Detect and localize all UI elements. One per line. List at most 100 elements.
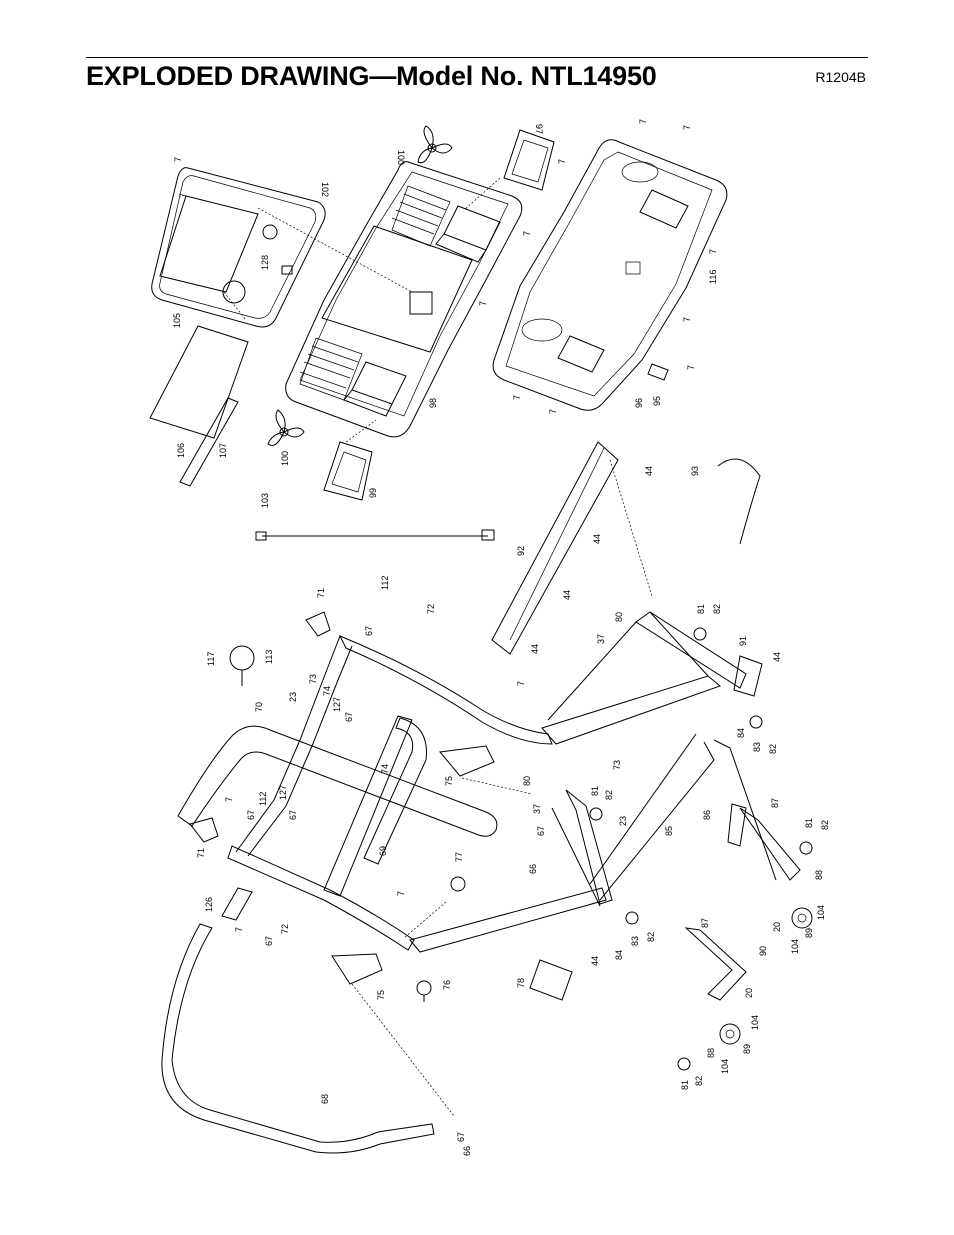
part-label: 7 <box>512 395 522 400</box>
knob-77 <box>450 876 466 892</box>
end-cap-75-lower <box>331 953 383 985</box>
revision-code: R1204B <box>815 69 866 85</box>
part-label: 87 <box>700 918 710 928</box>
roller-89-lower <box>719 1023 741 1045</box>
foot-83 <box>625 715 763 925</box>
part-label: 91 <box>738 636 748 646</box>
wire-103 <box>255 529 495 541</box>
part-label: 127 <box>278 785 288 800</box>
handrail-68 <box>161 923 435 1154</box>
part-label: 75 <box>444 776 454 786</box>
part-label: 67 <box>456 1132 466 1142</box>
console-panel-102 <box>151 167 326 328</box>
part-label: 23 <box>288 692 298 702</box>
part-label: 67 <box>536 826 546 836</box>
part-label: 7 <box>522 231 532 236</box>
part-label: 74 <box>322 686 332 696</box>
upright-92 <box>491 441 619 655</box>
duct-lower <box>343 361 407 417</box>
part-label: 92 <box>516 546 526 556</box>
part-label: 82 <box>694 1076 704 1086</box>
part-label: 81 <box>680 1080 690 1090</box>
part-label: 7 <box>173 157 183 162</box>
fan-100-lower <box>267 409 305 446</box>
part-label: 100 <box>396 150 406 165</box>
part-label: 97 <box>534 124 544 134</box>
part-label: 88 <box>706 1048 716 1058</box>
part-label: 89 <box>742 1044 752 1054</box>
part-label: 88 <box>814 870 824 880</box>
part-label: 95 <box>652 396 662 406</box>
part-label: 90 <box>758 946 768 956</box>
part-label: 113 <box>264 650 274 664</box>
bracket-91 <box>733 655 763 697</box>
part-label: 116 <box>708 270 718 284</box>
part-label: 104 <box>790 939 800 954</box>
part-label: 67 <box>364 626 374 636</box>
part-label: 67 <box>264 936 274 946</box>
part-label: 7 <box>224 797 234 802</box>
part-label: 68 <box>320 1094 330 1104</box>
part-label: 86 <box>702 810 712 820</box>
part-label: 67 <box>288 810 298 820</box>
part-label: 72 <box>426 604 436 614</box>
part-label: 69 <box>378 846 388 856</box>
part-label: 7 <box>682 317 692 322</box>
part-label: 73 <box>308 674 318 684</box>
part-label: 84 <box>614 950 624 960</box>
page-title: EXPLODED DRAWING—Model No. NTL14950 <box>86 61 657 91</box>
part-label: 75 <box>376 990 386 1000</box>
duct-upper <box>435 205 501 263</box>
part-label: 73 <box>612 760 622 770</box>
grip-74 <box>363 717 427 865</box>
part-label: 44 <box>772 652 782 662</box>
part-label: 102 <box>320 182 330 197</box>
part-label: 82 <box>646 932 656 942</box>
part-label: 66 <box>462 1146 472 1156</box>
lens-106-107 <box>149 325 249 487</box>
part-label: 44 <box>644 466 654 476</box>
part-label: 71 <box>196 848 206 858</box>
part-label: 44 <box>590 956 600 966</box>
part-label: 44 <box>592 534 602 544</box>
end-cap-75-upper <box>439 745 495 777</box>
part-label: 80 <box>614 612 624 622</box>
duct-99 <box>323 441 373 501</box>
part-label: 37 <box>532 804 542 814</box>
part-label: 67 <box>246 810 256 820</box>
part-label: 66 <box>528 864 538 874</box>
part-label: 7 <box>516 681 526 686</box>
part-label: 74 <box>380 764 390 774</box>
part-label: 7 <box>708 249 718 254</box>
part-label: 126 <box>204 897 214 912</box>
display-overlay-105 <box>159 195 259 293</box>
bracket-78 <box>529 959 573 1001</box>
part-label: 104 <box>750 1015 760 1030</box>
part-label: 105 <box>172 313 182 328</box>
motor-86 <box>727 803 747 847</box>
part-label: 20 <box>772 922 782 932</box>
knob-76 <box>416 980 432 1002</box>
wire-93 <box>717 458 761 545</box>
part-label: 23 <box>618 816 628 826</box>
end-cap-71 <box>189 611 331 843</box>
part-label: 76 <box>442 980 452 990</box>
part-label: 7 <box>234 927 244 932</box>
console-base-96 <box>492 139 728 411</box>
part-label: 128 <box>260 255 270 270</box>
part-label: 81 <box>804 818 814 828</box>
rail-lower-left <box>409 887 607 953</box>
part-label: 127 <box>332 697 342 712</box>
part-label: 72 <box>280 924 290 934</box>
speaker-grill-upper <box>391 185 451 247</box>
part-label: 85 <box>664 826 674 836</box>
fan-100-upper <box>417 125 453 164</box>
part-labels: 7 7 7 7 7 7 7 7 7 7 7 7 7 7 7 7 100 100 … <box>172 119 830 1156</box>
upper-body-98 <box>285 161 523 438</box>
part-label: 77 <box>454 852 464 862</box>
part-label: 83 <box>630 936 640 946</box>
bracket-95 <box>647 363 669 381</box>
duct-97 <box>503 129 555 191</box>
base-frame <box>541 611 801 1001</box>
